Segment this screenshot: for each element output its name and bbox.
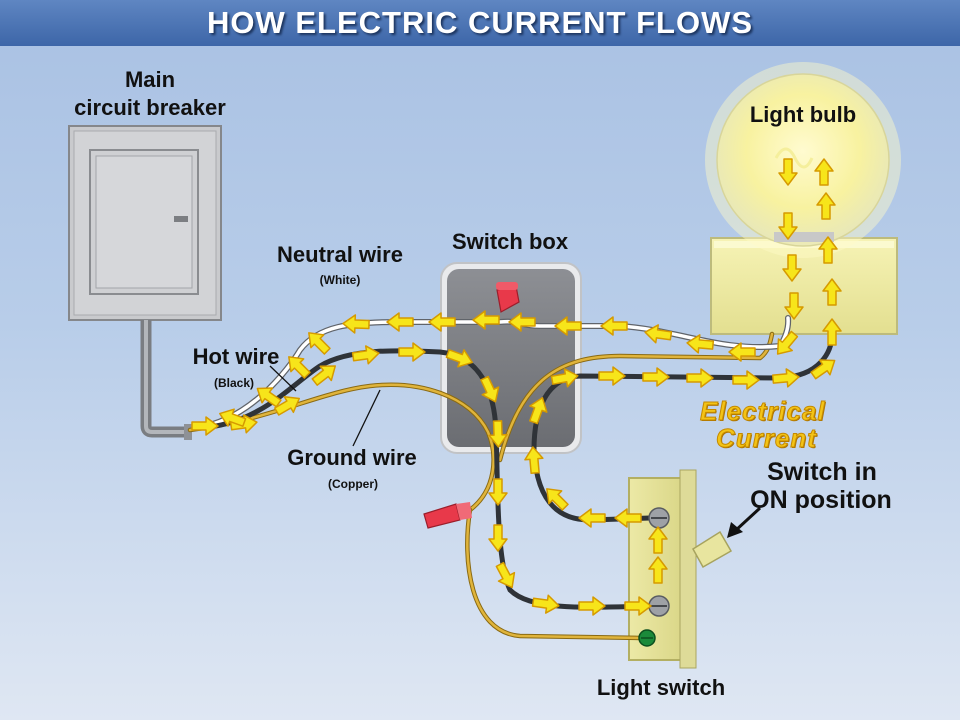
current-arrow-45 [472,310,500,330]
current-arrow-31 [818,236,838,264]
current-arrow-25 [686,368,714,388]
current-arrow-8 [488,420,508,448]
current-arrow-13 [578,596,606,616]
page-title: HOW ELECTRIC CURRENT FLOWS [206,5,754,40]
current-arrow-26 [732,370,760,390]
current-arrow-14 [624,596,652,616]
current-arrow-24 [642,367,670,387]
current-arrow-49 [308,332,331,355]
current-arrow-51 [256,387,282,408]
pointer-arrow-icon [727,506,762,538]
current-arrow-41 [644,324,673,344]
current-arrow-2 [273,395,301,416]
current-arrow-0 [191,416,219,436]
title-bar: HOW ELECTRIC CURRENT FLOWS [0,0,960,46]
current-arrow-3 [311,365,336,386]
label-light-switch: Light switch [596,675,726,700]
current-arrow-46 [428,312,456,332]
current-arrow-37 [784,292,804,320]
current-arrow-28 [810,359,836,380]
current-arrow-39 [728,342,756,362]
breaker-panel-icon [68,125,222,440]
current-arrow-44 [508,312,536,332]
label-neutral-wire: Neutral wire [277,242,403,267]
current-arrow-30 [822,278,842,306]
label-switch-on-2: ON position [750,486,892,514]
current-arrow-47 [386,312,414,332]
current-arrow-40 [686,334,715,354]
label-hot-note: (Black) [213,376,254,390]
current-arrow-50 [288,356,311,379]
current-arrow-36 [782,254,802,282]
current-arrow-20 [524,446,544,475]
current-arrow-9 [488,478,508,506]
current-arrow-10 [488,524,508,552]
current-arrow-23 [598,366,626,386]
current-arrow-17 [614,508,642,528]
light-bulb-icon [705,62,901,258]
current-arrow-35 [778,212,798,240]
label-main-breaker: Main circuit breaker [74,67,226,120]
current-arrow-5 [398,342,426,362]
current-arrow-15 [648,556,668,584]
current-arrow-4 [351,345,380,365]
label-electrical-current-2: Current [716,423,817,453]
current-arrow-21 [529,397,548,425]
current-arrow-43 [554,316,582,336]
current-arrow-34 [778,158,798,186]
current-arrow-33 [814,158,834,186]
current-arrow-6 [445,349,473,368]
label-neutral-note: (White) [319,273,361,287]
current-arrow-27 [771,368,800,388]
current-arrow-22 [550,368,579,388]
light-fixture-box [710,237,898,335]
current-arrow-38 [776,330,799,355]
label-electrical-current-1: Electrical [700,396,826,426]
current-arrow-19 [546,488,569,511]
current-arrow-7 [480,375,500,403]
label-light-bulb: Light bulb [749,102,857,127]
current-arrow-32 [816,192,836,220]
leader-lines [269,365,381,447]
current-arrow-11 [495,561,516,589]
current-arrow-52 [219,408,247,427]
current-arrow-16 [648,526,668,554]
wire-nut-icon [423,282,520,529]
current-arrow-29 [822,318,842,346]
current-arrow-48 [342,314,370,334]
current-arrow-42 [600,316,628,336]
label-ground-note: (Copper) [328,477,378,491]
label-switch-box: Switch box [451,229,569,254]
current-arrow-18 [578,508,606,528]
current-arrows [191,158,842,616]
label-ground-wire: Ground wire [287,445,417,470]
current-arrow-12 [531,594,560,614]
label-switch-on-1: Switch in [767,458,877,486]
label-hot-wire: Hot wire [192,344,280,369]
